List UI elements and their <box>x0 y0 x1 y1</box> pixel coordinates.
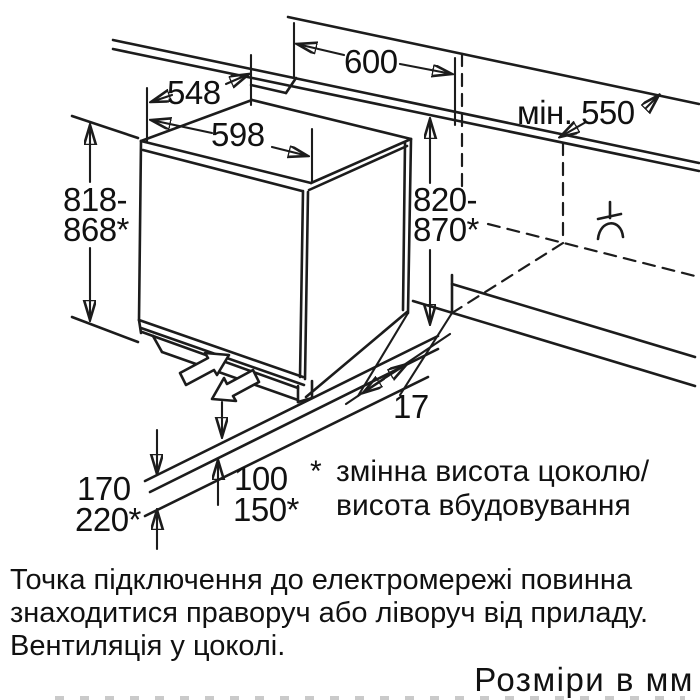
appliance-outline <box>137 98 413 404</box>
dim-17 <box>344 311 454 406</box>
dim-label-870: 870* <box>413 211 479 248</box>
dim-label-170: 170 <box>77 470 131 507</box>
footnote-line-2: висота вбудовування <box>336 489 631 522</box>
dim-label-818: 818- <box>63 181 128 218</box>
note-line-3: Вентиляція у цоколі. <box>10 630 286 662</box>
cropped-next-line-artifact <box>55 696 685 700</box>
footnote-text-1: змінна висота цоколю/ <box>336 455 650 488</box>
dim-548 <box>145 53 251 143</box>
dim-label-548: 548 <box>167 74 221 111</box>
dim-min-550 <box>560 95 659 137</box>
worktop-lines <box>111 15 700 173</box>
dim-label-150: 150* <box>233 491 299 528</box>
adjacent-plinth-lines <box>411 273 697 388</box>
note-line-2: знаходитися праворуч або ліворуч від при… <box>10 597 649 629</box>
dim-label-598: 598 <box>211 116 265 153</box>
dim-598 <box>151 120 314 184</box>
dim-label-818-868: 818- 868* <box>63 181 129 248</box>
dim-label-868: 868* <box>63 211 129 248</box>
air-in-arrow-icon <box>178 351 231 387</box>
dim-label-600: 600 <box>344 43 398 80</box>
dim-600 <box>292 21 457 127</box>
installation-notes: Точка підключення до електромережі повин… <box>10 564 648 663</box>
dim-label-820: 820- <box>413 181 478 218</box>
dim-label-min-550: мін. 550 <box>517 94 635 131</box>
note-line-1: Точка підключення до електромережі повин… <box>10 564 633 596</box>
dim-label-820-870: 820- 870* <box>413 181 479 248</box>
niche-dashed-lines <box>450 52 697 315</box>
dim-100-150 <box>218 400 222 507</box>
power-connection-icon <box>596 200 625 241</box>
footnote: * змінна висота цоколю/ висота вбудовуван… <box>310 455 649 523</box>
footnote-line-1: * змінна висота цоколю/ <box>310 455 649 489</box>
air-out-arrow-icon <box>210 368 261 403</box>
ventilation-arrows <box>178 351 261 403</box>
dim-label-17: 17 <box>393 388 429 425</box>
footnote-asterisk: * <box>310 455 322 488</box>
units-label: Розміри в мм <box>474 661 694 698</box>
dim-label-220: 220* <box>75 501 141 538</box>
dim-label-100: 100 <box>234 460 288 497</box>
